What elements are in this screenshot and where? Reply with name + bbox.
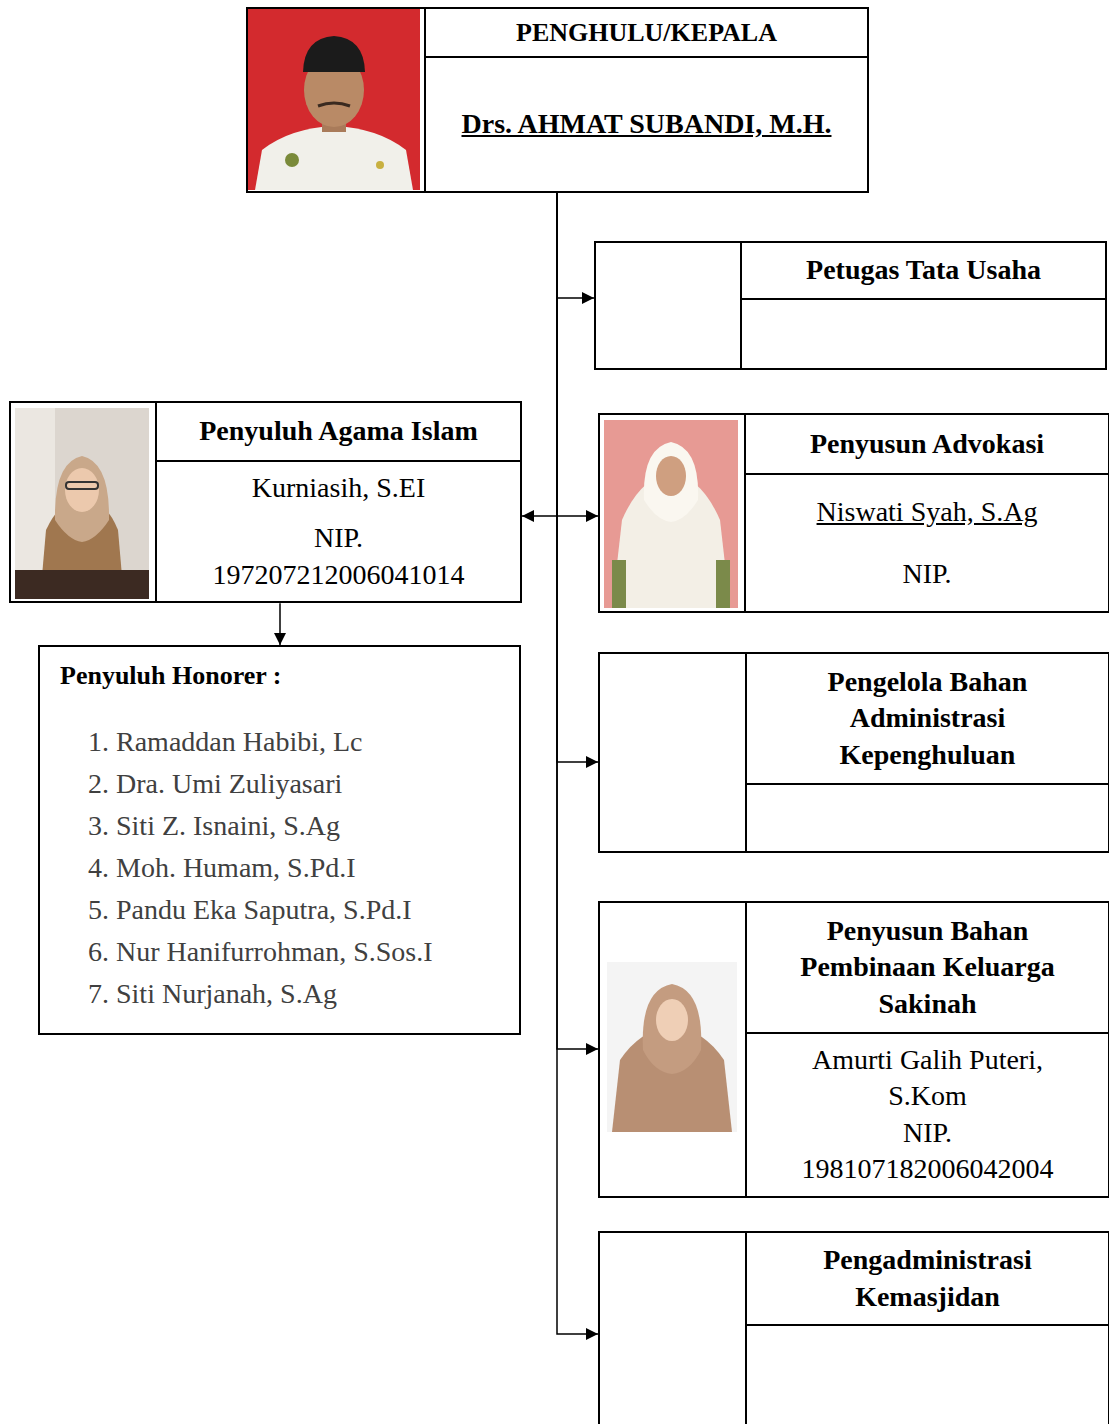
officer-detail: Kurniasih, S.EI xyxy=(252,470,425,506)
header-cell: Pengelola Bahan Administrasi Kepenghulua… xyxy=(747,654,1108,785)
member-name: 4. Moh. Humam, S.Pd.I xyxy=(88,847,356,889)
photo-cell xyxy=(248,9,426,191)
body-cell xyxy=(742,300,1105,368)
officer-detail: NIP. xyxy=(902,556,951,592)
photo-ground xyxy=(604,420,738,608)
advisor-photo xyxy=(15,408,149,599)
text-cell: Pengadministrasi Kemasjidan xyxy=(747,1233,1108,1424)
photo-cell xyxy=(600,654,747,851)
position-box: Pengadministrasi Kemasjidan xyxy=(598,1231,1109,1424)
header-cell: Penyusun Advokasi xyxy=(746,415,1108,475)
photo-face xyxy=(656,999,688,1041)
member-name: 7. Siti Nurjanah, S.Ag xyxy=(88,973,337,1015)
family-photo xyxy=(607,962,737,1132)
body-cell xyxy=(747,785,1108,851)
photo-badge xyxy=(376,161,384,169)
photo-cell xyxy=(596,243,742,368)
member-name: 6. Nur Hanifurrohman, S.Sos.I xyxy=(88,931,433,973)
connector-arrow xyxy=(557,193,594,298)
officer-detail: NIP. 197207212006041014 xyxy=(199,520,479,593)
member-name: 5. Pandu Eka Saputra, S.Pd.I xyxy=(88,889,412,931)
position-box: Penyusun Bahan Pembinaan Keluarga Sakina… xyxy=(598,901,1109,1198)
header-cell: Penyuluh Honorer : xyxy=(40,647,519,699)
header-cell: PENGHULU/KEPALA xyxy=(426,9,867,58)
position-title: Penyusun Advokasi xyxy=(810,426,1044,462)
position-box: Pengelola Bahan Administrasi Kepenghulua… xyxy=(598,652,1109,853)
photo-cell xyxy=(600,415,746,611)
position-box: PENGHULU/KEPALA Drs. AHMAT SUBANDI, M.H. xyxy=(246,7,869,193)
text-cell: PENGHULU/KEPALA Drs. AHMAT SUBANDI, M.H. xyxy=(426,9,867,191)
header-cell: Penyuluh Agama Islam xyxy=(157,403,520,462)
connector-arrow xyxy=(557,193,598,762)
photo-cap xyxy=(303,36,365,72)
text-cell: Penyusun Bahan Pembinaan Keluarga Sakina… xyxy=(747,903,1108,1196)
connector-arrow xyxy=(522,193,557,516)
photo-hijab xyxy=(644,442,698,522)
position-title: Penyuluh Agama Islam xyxy=(199,413,478,449)
position-title: Penyuluh Honorer : xyxy=(60,659,282,693)
header-cell: Penyusun Bahan Pembinaan Keluarga Sakina… xyxy=(747,903,1108,1034)
member-name: 3. Siti Z. Isnaini, S.Ag xyxy=(88,805,340,847)
position-title: Petugas Tata Usaha xyxy=(806,252,1041,288)
head-photo xyxy=(248,9,420,190)
text-cell: Penyuluh Agama IslamKurniasih, S.EI NIP. … xyxy=(157,403,520,601)
position-box: Penyuluh Agama IslamKurniasih, S.EI NIP. … xyxy=(9,401,522,603)
body-cell: Amurti Galih Puteri, S.KomNIP. 198107182… xyxy=(747,1034,1108,1196)
photo-hijab xyxy=(643,984,702,1074)
header-cell: Petugas Tata Usaha xyxy=(742,243,1105,300)
photo-ground xyxy=(248,9,420,190)
body-cell: Drs. AHMAT SUBANDI, M.H. xyxy=(426,58,867,191)
photo-badge xyxy=(285,153,299,167)
photo-ground xyxy=(15,408,149,599)
member-name: 1. Ramaddan Habibi, Lc xyxy=(88,721,362,763)
position-title: Penyusun Bahan Pembinaan Keluarga Sakina… xyxy=(761,913,1094,1022)
body-cell: Kurniasih, S.EI NIP. 197207212006041014 xyxy=(157,462,520,601)
connector-arrow xyxy=(557,193,598,516)
connector-arrow xyxy=(279,603,281,645)
position-title: Pengelola Bahan Administrasi Kepenghulua… xyxy=(761,664,1094,773)
position-box: Petugas Tata Usaha xyxy=(594,241,1107,370)
header-cell: Pengadministrasi Kemasjidan xyxy=(747,1233,1108,1326)
member-name: 2. Dra. Umi Zuliyasari xyxy=(88,763,342,805)
text-cell: Petugas Tata Usaha xyxy=(742,243,1105,368)
photo-cell xyxy=(600,1233,747,1424)
photo-face xyxy=(65,468,99,512)
text-cell: Penyuluh Honorer : 1. Ramaddan Habibi, Lc… xyxy=(40,647,519,1033)
officer-detail: Niswati Syah, S.Ag xyxy=(817,494,1038,530)
photo-ground xyxy=(607,962,737,1132)
list-box: Penyuluh Honorer : 1. Ramaddan Habibi, Lc… xyxy=(38,645,521,1035)
connector-arrow xyxy=(557,193,598,1334)
advocacy-photo xyxy=(604,420,738,608)
text-cell: Pengelola Bahan Administrasi Kepenghulua… xyxy=(747,654,1108,851)
photo-cell xyxy=(11,403,157,601)
officer-detail: Drs. AHMAT SUBANDI, M.H. xyxy=(462,106,832,142)
text-cell: Penyusun AdvokasiNiswati Syah, S.AgNIP. xyxy=(746,415,1108,611)
body-cell: Niswati Syah, S.AgNIP. xyxy=(746,475,1108,611)
photo-hijab xyxy=(55,456,109,542)
body-cell xyxy=(747,1326,1108,1424)
photo-glasses xyxy=(66,482,98,489)
body-cell: 1. Ramaddan Habibi, Lc2. Dra. Umi Zuliya… xyxy=(40,699,519,1033)
position-box: Penyusun AdvokasiNiswati Syah, S.AgNIP. xyxy=(598,413,1109,613)
officer-detail: Amurti Galih Puteri, S.Kom xyxy=(778,1042,1078,1115)
connector-arrow xyxy=(557,193,598,1049)
photo-desk xyxy=(15,570,149,599)
photo-face xyxy=(656,456,686,496)
position-title: Pengadministrasi Kemasjidan xyxy=(761,1242,1094,1315)
position-title: PENGHULU/KEPALA xyxy=(516,16,777,50)
officer-detail: NIP. 198107182006042004 xyxy=(778,1115,1078,1188)
photo-moustache xyxy=(318,103,350,106)
photo-shirt xyxy=(255,126,413,190)
photo-sleeve xyxy=(612,560,626,608)
photo-cell xyxy=(600,903,747,1196)
photo-sleeve xyxy=(716,560,730,608)
